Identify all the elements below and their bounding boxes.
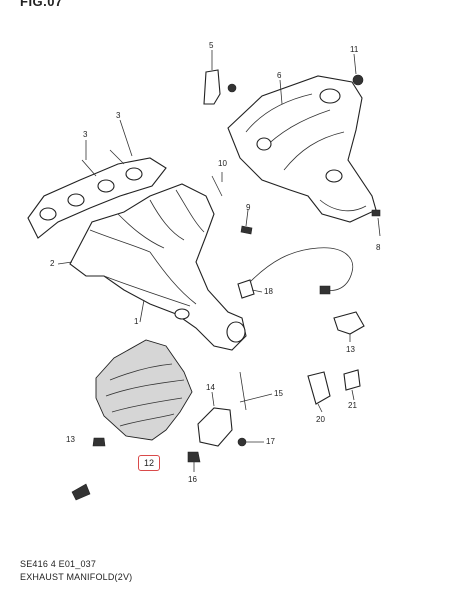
bracket-14	[197, 407, 247, 447]
studs	[81, 149, 247, 411]
diagram-title: EXHAUST MANIFOLD(2V)	[20, 572, 133, 582]
callout-11: 10	[218, 159, 227, 168]
callout-14: 14	[206, 383, 215, 392]
callout-18: 18	[264, 287, 273, 296]
callout-9[interactable]: 12	[138, 455, 161, 471]
bolt-13	[92, 437, 106, 447]
callout-13: 13	[66, 435, 75, 444]
diagram-code: SE416 4 E01_037	[20, 559, 97, 569]
manifold-gasket	[27, 157, 167, 239]
callout-21: 21	[348, 401, 357, 410]
callout-15: 15	[274, 389, 283, 398]
callout-2: 2	[50, 259, 55, 268]
figure-label: FIG.07	[20, 0, 63, 9]
callout-3-upper: 3	[116, 111, 121, 120]
lower-heat-shield	[95, 339, 193, 441]
bracket-7	[203, 69, 237, 105]
bracket-20	[307, 371, 331, 405]
callout-17: 17	[266, 437, 275, 446]
clamp-19	[333, 311, 365, 335]
bolt-6	[240, 225, 253, 235]
callout-19: 13	[346, 345, 355, 354]
exhaust-manifold	[69, 183, 247, 351]
callout-12: 11	[350, 45, 359, 54]
nut-16	[187, 451, 201, 463]
callout-6: 9	[246, 203, 251, 212]
oxygen-sensor	[237, 247, 354, 299]
front-arrow-icon	[71, 483, 91, 501]
leader-lines	[57, 50, 381, 472]
callout-20: 20	[316, 415, 325, 424]
bolt-10	[371, 209, 381, 217]
nut-12	[352, 74, 364, 86]
bracket-21	[343, 369, 361, 391]
callout-10: 8	[376, 243, 381, 252]
upper-heat-shield	[227, 75, 377, 223]
callout-1: 1	[134, 317, 139, 326]
callout-3-left: 3	[83, 130, 88, 139]
callout-7: 5	[209, 41, 214, 50]
callout-8: 6	[277, 71, 282, 80]
callout-16: 16	[188, 475, 197, 484]
